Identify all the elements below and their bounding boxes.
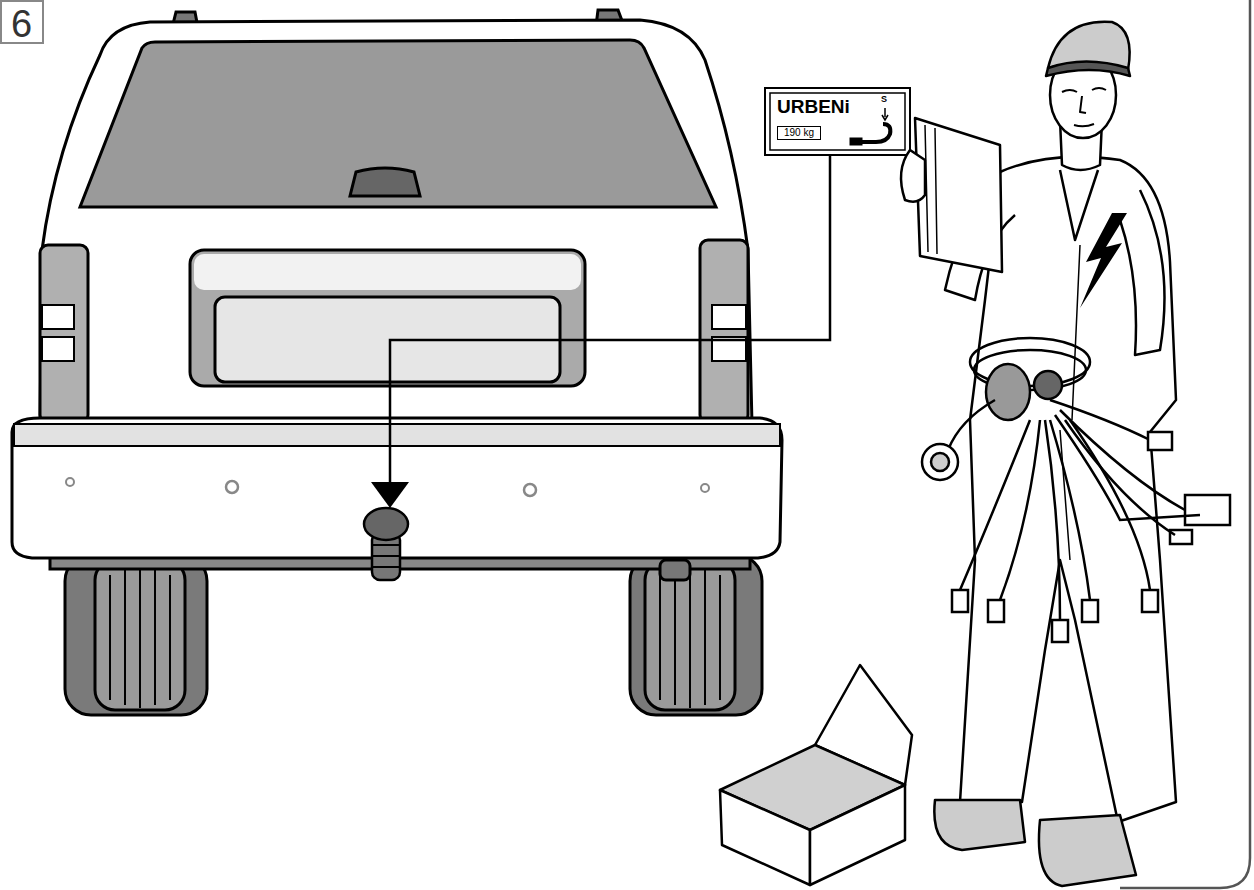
multipin-connector bbox=[1185, 495, 1230, 525]
parking-sensor bbox=[66, 478, 74, 486]
right-tail-light bbox=[700, 240, 748, 423]
car-body bbox=[40, 10, 752, 425]
connector bbox=[1082, 600, 1098, 622]
leader-arrowhead bbox=[371, 482, 409, 508]
coupling-label-plate: URBENi S 190 kg bbox=[765, 88, 910, 155]
mechanic bbox=[901, 22, 1176, 886]
connector bbox=[1148, 432, 1172, 450]
leader-path bbox=[390, 155, 830, 482]
bumper bbox=[12, 418, 782, 580]
hook-icon bbox=[862, 124, 890, 142]
wire bbox=[948, 400, 995, 450]
hook-arrowhead bbox=[882, 115, 888, 120]
face bbox=[1062, 88, 1106, 126]
connector bbox=[988, 600, 1004, 622]
box-side bbox=[810, 785, 905, 885]
left-tire-tread bbox=[95, 560, 185, 710]
left-tread-lines bbox=[110, 570, 170, 708]
right-tire bbox=[630, 555, 762, 715]
right-arm bbox=[1120, 190, 1165, 355]
box-front bbox=[720, 790, 810, 885]
figure-number-box: 6 bbox=[0, 0, 44, 44]
right-tread-lines bbox=[660, 570, 720, 708]
cap-brim bbox=[1046, 62, 1130, 77]
right-tire-tread bbox=[645, 560, 735, 710]
right-lamp-lens bbox=[712, 305, 746, 329]
body-outline bbox=[40, 20, 752, 425]
left-lamp-lens bbox=[42, 337, 74, 361]
left-shoe bbox=[934, 800, 1025, 850]
coverall-seams bbox=[1060, 245, 1080, 560]
left-lamp-lens bbox=[42, 305, 74, 329]
wiring-harness bbox=[922, 338, 1230, 642]
parking-sensor bbox=[226, 481, 238, 493]
plate-inner bbox=[770, 93, 905, 150]
wire bbox=[1070, 420, 1150, 590]
cardboard-box bbox=[720, 665, 912, 885]
connector bbox=[1142, 590, 1158, 612]
parking-sensor bbox=[701, 484, 709, 492]
tow-ball bbox=[364, 508, 408, 580]
wire bbox=[1060, 410, 1185, 510]
plate-recess bbox=[190, 250, 585, 386]
hook-base bbox=[850, 138, 862, 145]
exhaust-pipe bbox=[660, 560, 690, 580]
round-plug bbox=[922, 444, 958, 480]
socket-cover bbox=[1034, 371, 1062, 399]
connector bbox=[952, 590, 968, 612]
left-tire bbox=[65, 555, 207, 715]
brake-light bbox=[350, 168, 420, 196]
wire bbox=[960, 420, 1030, 590]
plate-recess-top bbox=[194, 254, 581, 290]
trailer-socket bbox=[986, 364, 1030, 420]
bumper-shell bbox=[12, 418, 782, 558]
class-mark: S bbox=[881, 95, 887, 104]
tow-ball-head bbox=[364, 508, 408, 540]
right-shoe bbox=[1039, 815, 1136, 886]
parking-sensor bbox=[524, 484, 536, 496]
collar bbox=[1060, 170, 1098, 240]
left-tail-light bbox=[40, 245, 88, 423]
leader-line bbox=[371, 155, 830, 508]
connector bbox=[1170, 530, 1192, 544]
plate-outer bbox=[765, 88, 910, 155]
bumper-top-band bbox=[14, 424, 780, 446]
figure-number: 6 bbox=[11, 5, 32, 43]
hook-arrow bbox=[884, 108, 886, 117]
wire bbox=[1050, 420, 1090, 600]
manual-pages bbox=[925, 125, 937, 254]
tow-ball-rings bbox=[373, 545, 399, 567]
tires bbox=[65, 555, 762, 715]
hand bbox=[901, 150, 925, 202]
brand-name: URBENi bbox=[777, 97, 850, 116]
label-plate-art bbox=[765, 88, 910, 155]
lightning-logo bbox=[1080, 213, 1127, 308]
rear-window bbox=[80, 40, 716, 207]
round-plug-face bbox=[931, 453, 949, 471]
load-rating: 190 kg bbox=[777, 126, 821, 140]
manual bbox=[915, 118, 1002, 272]
connector bbox=[1052, 620, 1068, 642]
